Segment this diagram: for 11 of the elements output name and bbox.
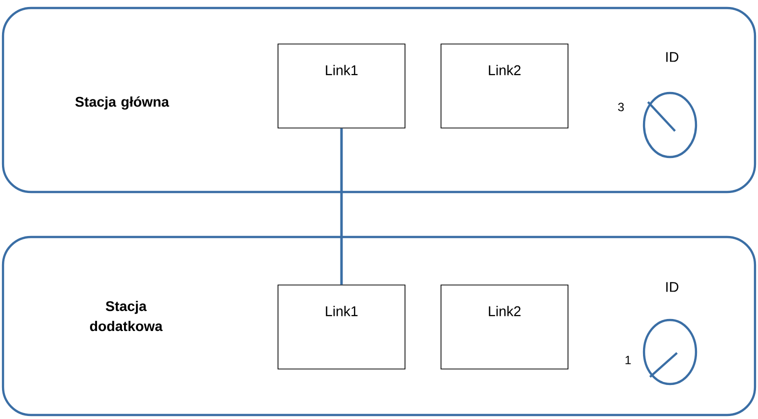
link-box: Link1: [278, 284, 406, 370]
link-box: Link1: [278, 44, 406, 128]
switch-label: ID: [666, 282, 678, 292]
connector-line: [340, 128, 343, 285]
position-number: 1: [626, 356, 631, 364]
link-box: Link2: [440, 44, 568, 128]
position-number: 3: [618, 102, 624, 112]
link-box: Link2: [440, 284, 568, 370]
station-name: Stacja główna: [75, 96, 170, 110]
station-name: Stacja dodatkowa: [90, 300, 163, 332]
switch-label: ID: [666, 52, 678, 62]
